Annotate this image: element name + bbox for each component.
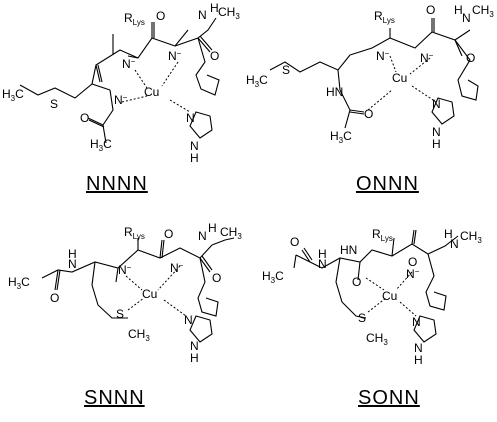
panel-snnn-methyl-left: H3C xyxy=(8,275,30,291)
panel-nnnn-methyl-top: CH3 xyxy=(218,5,240,21)
panel-sonn-acetyl-oxygen: O xyxy=(290,235,299,249)
panel-nnnn-sulfur: S xyxy=(50,97,58,111)
panel-snnn-amide-n-left: N xyxy=(68,257,77,271)
panel-nnnn-amide-hydrogen: H xyxy=(210,1,219,15)
panel-nnnn-oxygen-2: O xyxy=(210,49,219,63)
panel-snnn-sulfur: S xyxy=(116,307,124,321)
panel-snnn-imidazole-nh: N xyxy=(190,339,199,353)
panel-nnnn-oxygen-1: O xyxy=(156,9,165,23)
panel-nnnn-methyl-left: H3C xyxy=(2,87,24,103)
panel-nnnn-nitrogen-left: N− xyxy=(114,93,128,107)
panel-snnn-methyl-top: CH3 xyxy=(220,225,242,241)
panel-snnn-nitrogen-1: N− xyxy=(118,263,132,277)
panel-snnn-bonds xyxy=(41,237,235,319)
panel-sonn-oxygen-2: O xyxy=(408,255,417,269)
panel-onnn-methyl-top: CH3 xyxy=(472,3,494,19)
panel-sonn-sulfur: S xyxy=(358,311,366,325)
panel-snnn-amide-nitrogen: N xyxy=(198,229,207,243)
panel-sonn-imidazole-h: H xyxy=(414,353,423,367)
panel-snnn-amide-h-left: H xyxy=(68,247,77,261)
panel-sonn-methyl-left: H3C xyxy=(262,269,284,285)
panel-nnnn-bonds xyxy=(19,17,220,144)
panel-onnn-bonds xyxy=(269,18,479,129)
panel-snnn-imidazole-h: H xyxy=(190,351,199,365)
panel-nnnn-nitrogen-2: N− xyxy=(168,49,182,63)
panel-sonn-hn-top: HN xyxy=(340,243,357,257)
panel-sonn-bonds xyxy=(293,229,459,319)
panel-sonn: RLys HN O N H CH3 O N− Cu O N H H3C S CH… xyxy=(262,227,482,409)
panel-onnn-copper: Cu xyxy=(392,71,407,85)
panel-sonn-methyl-top: CH3 xyxy=(460,229,482,245)
panel-onnn-amide-hydrogen: H xyxy=(454,3,463,17)
panel-snnn-copper: Cu xyxy=(142,287,157,301)
panel-onnn-r-group: RLys xyxy=(374,9,395,25)
panel-sonn-coordination xyxy=(365,271,417,317)
panel-nnnn-imidazole-h: H xyxy=(190,151,199,165)
panel-nnnn-caption: NNNN xyxy=(86,173,148,195)
panel-nnnn-copper: Cu xyxy=(144,85,159,99)
panel-onnn-coord-oxygen: O xyxy=(364,107,373,121)
panel-nnnn-acetyl-methyl: H3C xyxy=(90,137,112,153)
panel-sonn-r-group: RLys xyxy=(372,227,393,243)
panel-nnnn-imidazole-ring xyxy=(189,111,213,139)
panel-snnn-coordination xyxy=(125,265,187,317)
panel-onnn-nitrogen-2: N− xyxy=(420,51,434,65)
panel-sonn-coord-oxygen: O xyxy=(352,275,361,289)
panel-sonn-imidazole-ring xyxy=(413,315,437,343)
panel-nnnn-r-group: RLys xyxy=(124,11,145,27)
panel-sonn-amide-nitrogen: N xyxy=(450,237,459,251)
panel-nnnn: RLys O N H CH3 O N− N− Cu N− N N H H3C S… xyxy=(2,1,240,195)
panel-onnn-oxygen-1: O xyxy=(426,3,435,17)
panel-nnnn-amide-nitrogen: N xyxy=(198,8,207,22)
panel-onnn-acetyl-methyl: H3C xyxy=(330,129,352,145)
panel-snnn-imidazole-ring xyxy=(189,315,213,343)
panel-onnn-caption: ONNN xyxy=(356,173,419,195)
panel-nnnn-acetyl-oxygen: O xyxy=(80,111,89,125)
panel-snnn-acetyl-oxygen: O xyxy=(50,291,59,305)
panel-onnn-nitrogen-1: N− xyxy=(376,49,390,63)
panel-onnn-hn: HN xyxy=(326,85,343,99)
panel-onnn-coordination xyxy=(367,55,437,111)
panel-snnn: RLys O N H CH3 O N− N− Cu H3C N H O S CH… xyxy=(8,221,242,409)
panel-onnn: RLys O N H CH3 O N− N− Cu HN O N N H H3C… xyxy=(246,3,494,195)
panel-sonn-copper: Cu xyxy=(382,289,397,303)
panel-sonn-imidazole-nh: N xyxy=(414,341,423,355)
panel-onnn-methyl-left: H3C xyxy=(246,73,268,89)
panel-snnn-oxygen-1: O xyxy=(164,227,173,241)
panel-sonn-nitrogen-2: N− xyxy=(406,267,420,281)
panel-onnn-imidazole-n: N xyxy=(432,97,441,111)
panel-nnnn-imidazole-nh: N xyxy=(190,139,199,153)
panel-snnn-caption: SNNN xyxy=(84,387,145,409)
panel-snnn-oxygen-2: O xyxy=(212,271,221,285)
panel-sonn-amide-hydrogen: H xyxy=(444,227,453,241)
panel-snnn-amide-hydrogen: H xyxy=(208,221,217,235)
panel-onnn-amide-nitrogen: N xyxy=(462,11,471,25)
panel-onnn-imidazole-h: H xyxy=(432,137,441,151)
panel-snnn-methyl-s: CH3 xyxy=(128,327,150,343)
panel-sonn-imidazole-n: N xyxy=(412,315,421,329)
panel-onnn-imidazole-ring xyxy=(431,97,455,125)
panel-snnn-imidazole-n: N xyxy=(184,313,193,327)
panel-onnn-oxygen-2: O xyxy=(466,51,475,65)
panel-snnn-nitrogen-2: N− xyxy=(170,261,184,275)
panel-sonn-amide-h-left: H xyxy=(318,247,327,261)
panel-nnnn-nitrogen-1: N− xyxy=(122,57,136,71)
panel-onnn-imidazole-nh: N xyxy=(432,125,441,139)
panel-sonn-amide-n-left: N xyxy=(318,257,327,271)
panel-sonn-methyl-s: CH3 xyxy=(366,331,388,347)
panel-onnn-sulfur: S xyxy=(282,63,290,77)
panel-nnnn-coordination xyxy=(121,61,191,113)
panel-snnn-r-group: RLys xyxy=(124,225,145,241)
panel-sonn-caption: SONN xyxy=(358,387,420,409)
panel-nnnn-imidazole-n: N xyxy=(186,111,195,125)
